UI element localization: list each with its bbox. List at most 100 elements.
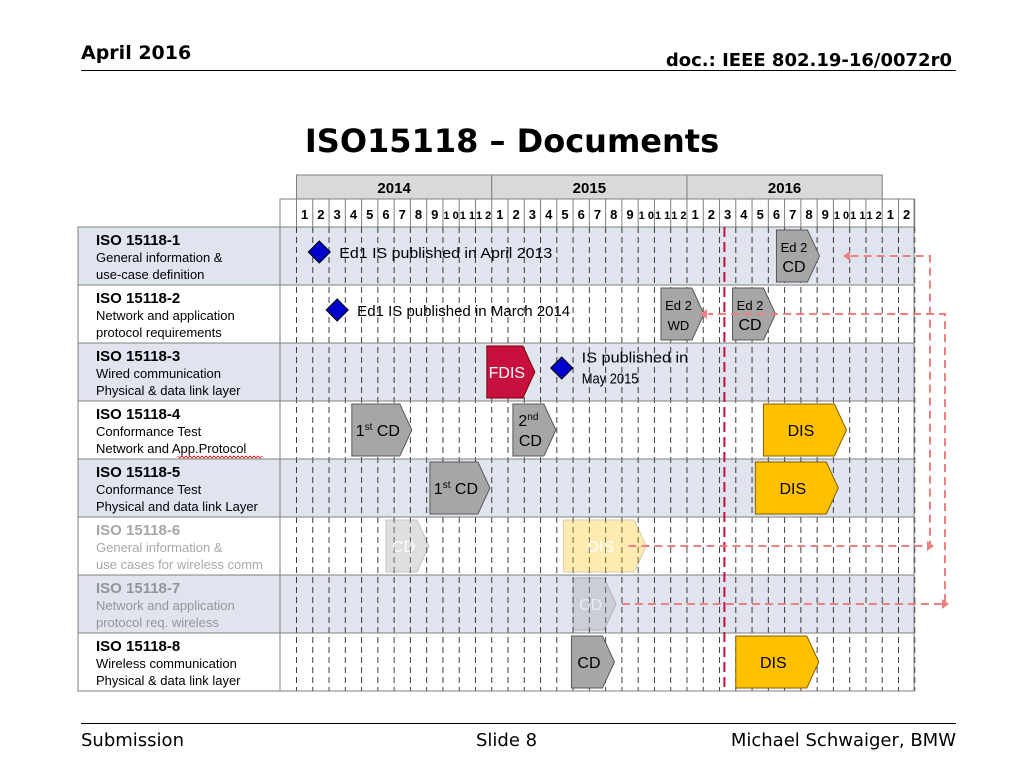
month-label: 1	[496, 207, 503, 222]
month-label: 7	[399, 207, 406, 222]
row-id-label: ISO 15118-3	[96, 348, 180, 365]
row-description-label: use-case definition	[96, 267, 204, 282]
table-border	[77, 226, 915, 692]
footer-divider	[81, 723, 956, 724]
month-label: 4	[350, 207, 358, 222]
footer-submission: Submission	[81, 730, 184, 751]
milestone-arrow-box	[572, 577, 617, 631]
milestone-group: 1st CD	[429, 461, 491, 515]
row-id-label: ISO 15118-4	[96, 406, 181, 423]
milestone-diamond-marker	[325, 298, 349, 322]
milestone-label: Ed 2	[781, 240, 808, 255]
milestone-group: FDIS	[486, 345, 536, 399]
milestone-group: DIS	[735, 635, 820, 689]
year-label: 2015	[573, 180, 606, 197]
month-label: 6	[773, 207, 780, 222]
milestone-label: CD	[519, 433, 542, 450]
year-header-cell	[686, 174, 883, 200]
row-description-label: Physical and data link Layer	[96, 499, 259, 514]
milestone-label: CD	[738, 317, 761, 334]
row-description-label: Network and application	[96, 598, 235, 613]
header-divider	[81, 70, 956, 71]
month-label: 1	[301, 207, 308, 222]
milestone-group: CD	[570, 635, 616, 689]
milestone-arrow-box	[762, 403, 847, 457]
milestone-group: DIS	[754, 461, 839, 515]
row-description-label: Physical & data link layer	[96, 673, 241, 688]
milestone-group: Ed 2 CD	[775, 229, 821, 283]
month-label: 3	[334, 207, 341, 222]
row-id-label: ISO 15118-8	[96, 638, 180, 655]
milestone-label: CD	[782, 259, 805, 276]
milestone-arrow-box	[429, 461, 491, 515]
milestone-group: 1st CD	[351, 403, 413, 457]
row-description-label: General information &	[96, 540, 223, 555]
milestone-group: Ed 2 CD	[732, 287, 777, 341]
milestone-arrow-box	[732, 287, 777, 341]
milestone-arrow-box	[754, 461, 839, 515]
milestone-group: Ed 2WD	[660, 287, 705, 341]
milestone-arrow-box	[512, 403, 557, 457]
milestone-label: 1st CD	[434, 480, 478, 498]
row-description-label: Network and App.Protocol	[96, 441, 246, 456]
milestone-label: Ed 2	[737, 298, 764, 313]
month-label: 2	[317, 207, 324, 222]
header-doc-id: doc.: IEEE 802.19-16/0072r0	[665, 50, 952, 71]
row-description-label: Physical & data link layer	[96, 383, 241, 398]
milestone-label: CD	[392, 539, 415, 556]
row-description-label: protocol requirements	[96, 325, 222, 340]
row-description-label: Network and application	[96, 308, 235, 323]
milestone-group: DIS	[762, 403, 847, 457]
row-id-label: ISO 15118-1	[96, 232, 180, 249]
row-description-label: protocol req. wireless	[96, 615, 219, 630]
dependency-arrow	[621, 313, 946, 605]
dependency-arrow	[628, 255, 931, 547]
milestone-arrow-box	[562, 519, 647, 573]
month-label: 3	[724, 207, 731, 222]
milestone-arrow-box	[486, 345, 536, 399]
month-label: 1	[887, 207, 894, 222]
row-id-label: ISO 15118-5	[96, 464, 180, 481]
milestone-label: FDIS	[489, 365, 525, 382]
month-label: 6	[382, 207, 389, 222]
milestone-note: May 2015	[582, 371, 639, 388]
year-label: 2016	[768, 180, 801, 197]
year-header-cell	[491, 174, 688, 200]
milestone-note: Ed1 IS published in March 2014	[357, 303, 570, 320]
milestone-label: CD	[579, 597, 602, 614]
month-label: 4	[740, 207, 748, 222]
header-date: April 2016	[81, 42, 192, 64]
month-label: 9	[626, 207, 633, 222]
milestone-group: CD	[385, 519, 430, 573]
spellcheck-underline	[177, 455, 263, 459]
month-label: 1	[691, 207, 698, 222]
row-description-label: Wireless communication	[96, 656, 237, 671]
year-header-cell	[296, 174, 493, 200]
month-label: 2	[903, 207, 910, 222]
dependency-arrowhead	[942, 599, 949, 609]
milestone-note: IS published in	[582, 350, 689, 367]
row-description-label: Conformance Test	[96, 424, 202, 439]
month-label: 6	[578, 207, 585, 222]
month-label: 2	[513, 207, 520, 222]
month-label: 5	[757, 207, 764, 222]
footer-author: Michael Schwaiger, BMW	[730, 730, 956, 751]
row-description-label: Conformance Test	[96, 482, 202, 497]
footer-slide-number: Slide 8	[476, 730, 538, 751]
milestone-group: CD	[572, 577, 617, 631]
milestone-group: DIS	[562, 519, 647, 573]
month-label: 9	[431, 207, 438, 222]
dependency-arrowhead	[700, 309, 707, 319]
milestone-label: WD	[668, 318, 690, 333]
milestone-label: CD	[577, 655, 600, 672]
milestone-note: Ed1 IS published in April 2013	[339, 245, 552, 262]
milestone-label: DIS	[760, 655, 787, 672]
month-header-row	[279, 198, 915, 228]
